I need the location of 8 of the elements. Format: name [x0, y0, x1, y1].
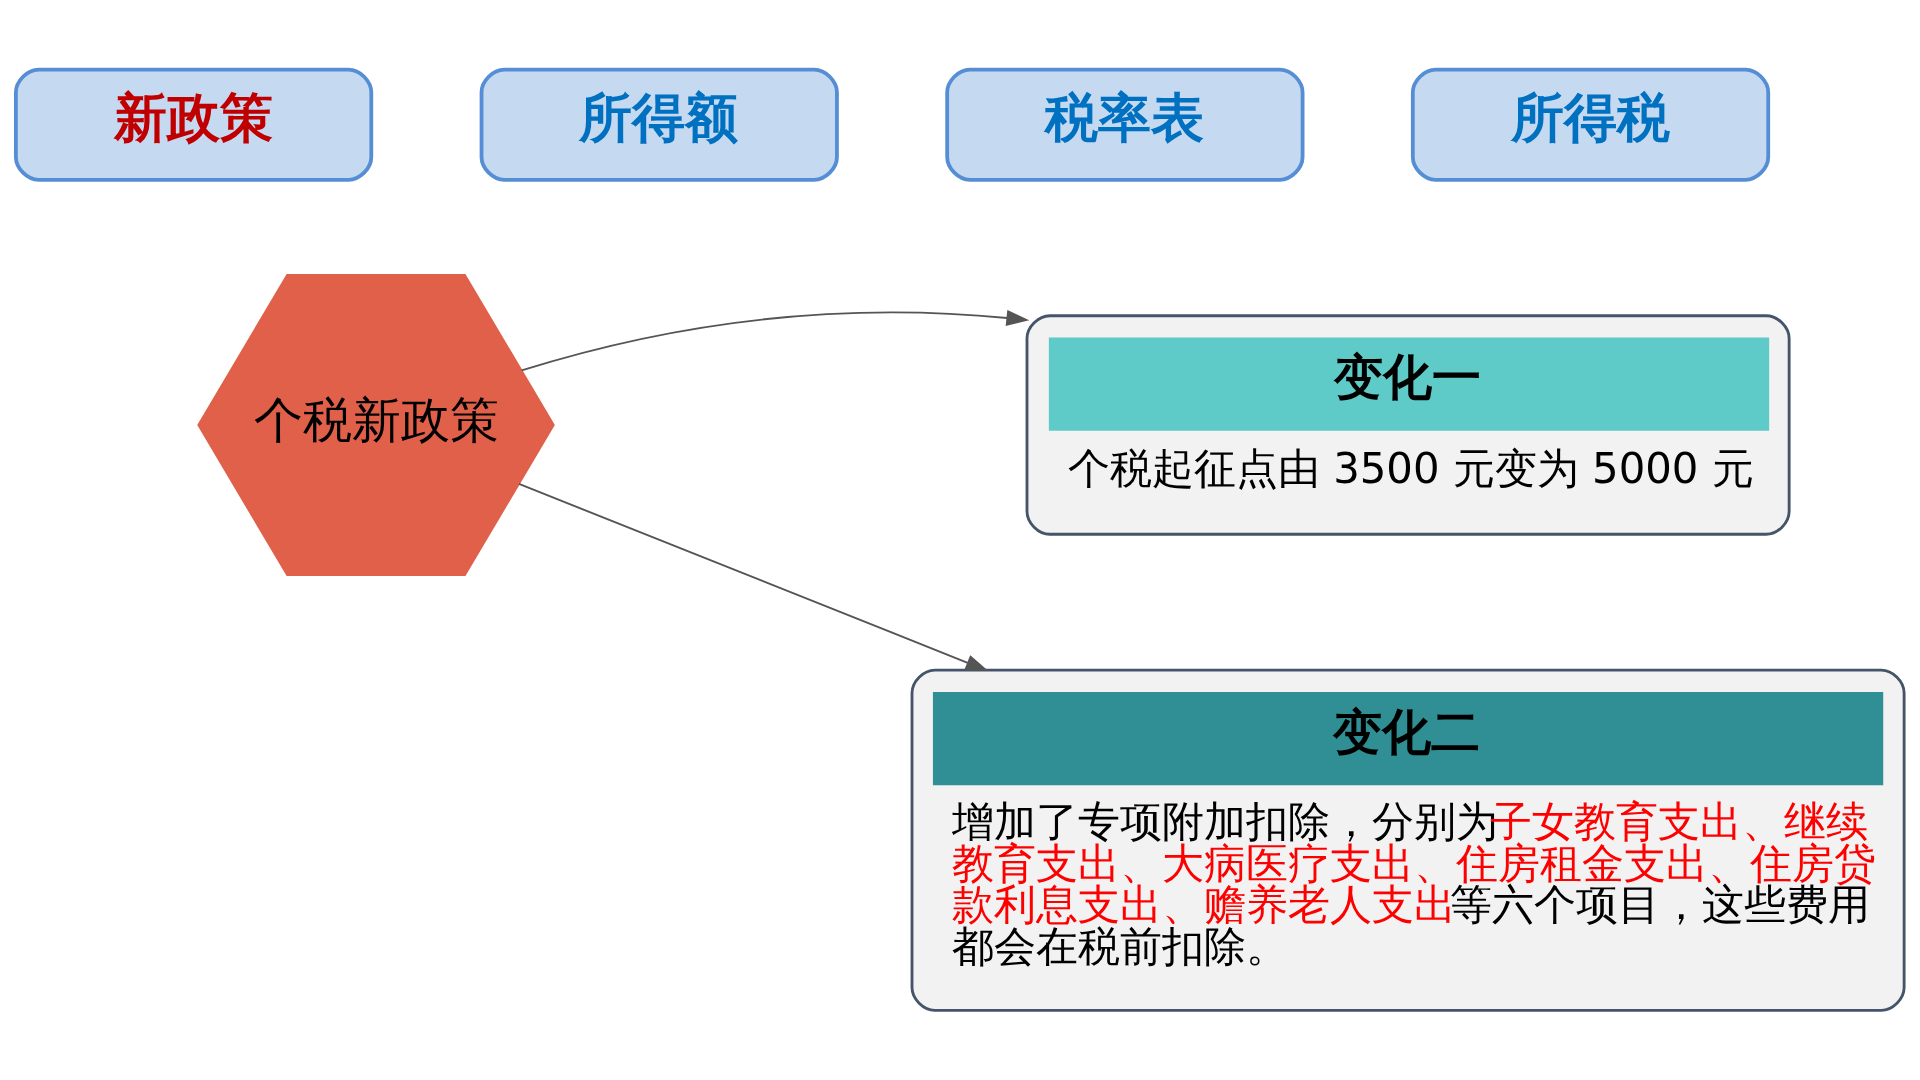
node-box: 所得税 — [1410, 67, 1771, 182]
node-box: 所得额 — [479, 67, 839, 182]
node-box: 税率表 — [945, 67, 1305, 182]
node-box: 变化一 个税起征点由 3500 元变为 5000 元 — [1025, 314, 1791, 536]
node-box: 新政策 — [14, 67, 374, 182]
node-box: 变化二 增加了专项附加扣除，分别为子女教育支出、继续教育支出、大病医疗支出、住房租金支出、住房贷款利息支出、赡养老人支出等六个项目，这些费用都会在税前扣除。 — [910, 668, 1906, 1012]
arrow — [520, 310, 1030, 372]
arrow — [518, 482, 989, 672]
